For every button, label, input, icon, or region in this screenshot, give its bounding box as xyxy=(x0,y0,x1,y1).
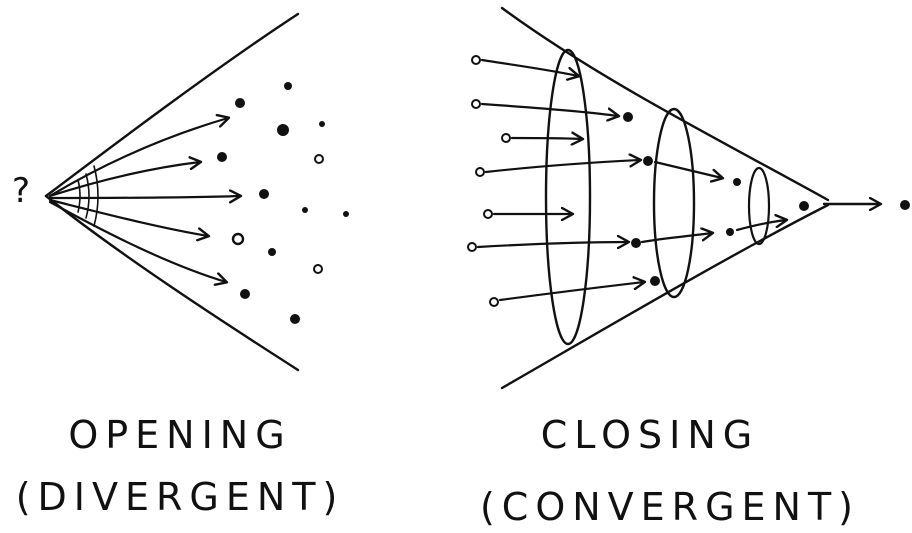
idea-dot xyxy=(343,211,349,217)
closing-diagram xyxy=(468,8,910,388)
arrow xyxy=(50,196,240,198)
arrow xyxy=(642,233,712,242)
idea-dot xyxy=(726,228,734,236)
closing-start-dots xyxy=(468,56,510,306)
idea-dot xyxy=(268,248,276,256)
filter-oval-2 xyxy=(654,109,694,297)
idea-dot xyxy=(302,207,308,213)
idea-dot xyxy=(240,289,250,299)
filter-oval-1 xyxy=(546,50,590,344)
arrow xyxy=(512,138,582,139)
arrow xyxy=(478,242,628,247)
arrow xyxy=(737,220,786,230)
idea-dot xyxy=(799,201,809,211)
question-mark: ? xyxy=(12,171,37,211)
idea-dot xyxy=(476,168,484,176)
idea-dot xyxy=(472,56,480,64)
arrow xyxy=(50,162,200,196)
opening-diagram: ? xyxy=(12,14,349,370)
idea-dot xyxy=(502,134,510,142)
idea-dot xyxy=(472,100,480,108)
opening-cone-top-edge xyxy=(46,14,298,196)
idea-dot xyxy=(643,156,653,166)
idea-dot xyxy=(468,243,476,251)
opening-cone-bottom-edge xyxy=(46,196,298,370)
arrow xyxy=(655,162,722,178)
opening-caption: OPENING xyxy=(68,413,291,457)
closing-subcaption: (CONVERGENT) xyxy=(480,485,860,529)
idea-dot xyxy=(733,178,741,186)
closing-arrows-stage-1 xyxy=(478,60,644,300)
opening-arrows xyxy=(50,118,240,282)
idea-dot xyxy=(217,152,227,162)
idea-dot xyxy=(484,210,492,218)
idea-dot xyxy=(235,98,245,108)
idea-dot xyxy=(284,82,292,90)
idea-dot xyxy=(259,189,269,199)
idea-dot xyxy=(319,121,325,127)
arrow xyxy=(50,202,226,282)
idea-dot xyxy=(490,298,498,306)
idea-dot xyxy=(623,112,633,122)
closing-caption: CLOSING xyxy=(541,413,759,457)
opening-dots xyxy=(217,82,349,324)
idea-dot xyxy=(233,234,243,244)
arrow xyxy=(500,282,644,300)
idea-dot xyxy=(290,314,300,324)
final-dot xyxy=(900,200,910,210)
arrow xyxy=(482,60,578,76)
idea-dot xyxy=(315,155,323,163)
arrow xyxy=(50,118,228,196)
opening-subcaption: (DIVERGENT) xyxy=(16,475,345,519)
idea-dot xyxy=(314,265,322,273)
idea-dot xyxy=(650,276,660,286)
idea-dot xyxy=(631,238,641,248)
filter-oval-3 xyxy=(749,168,769,244)
idea-dot xyxy=(277,124,289,136)
arrow xyxy=(486,160,640,172)
